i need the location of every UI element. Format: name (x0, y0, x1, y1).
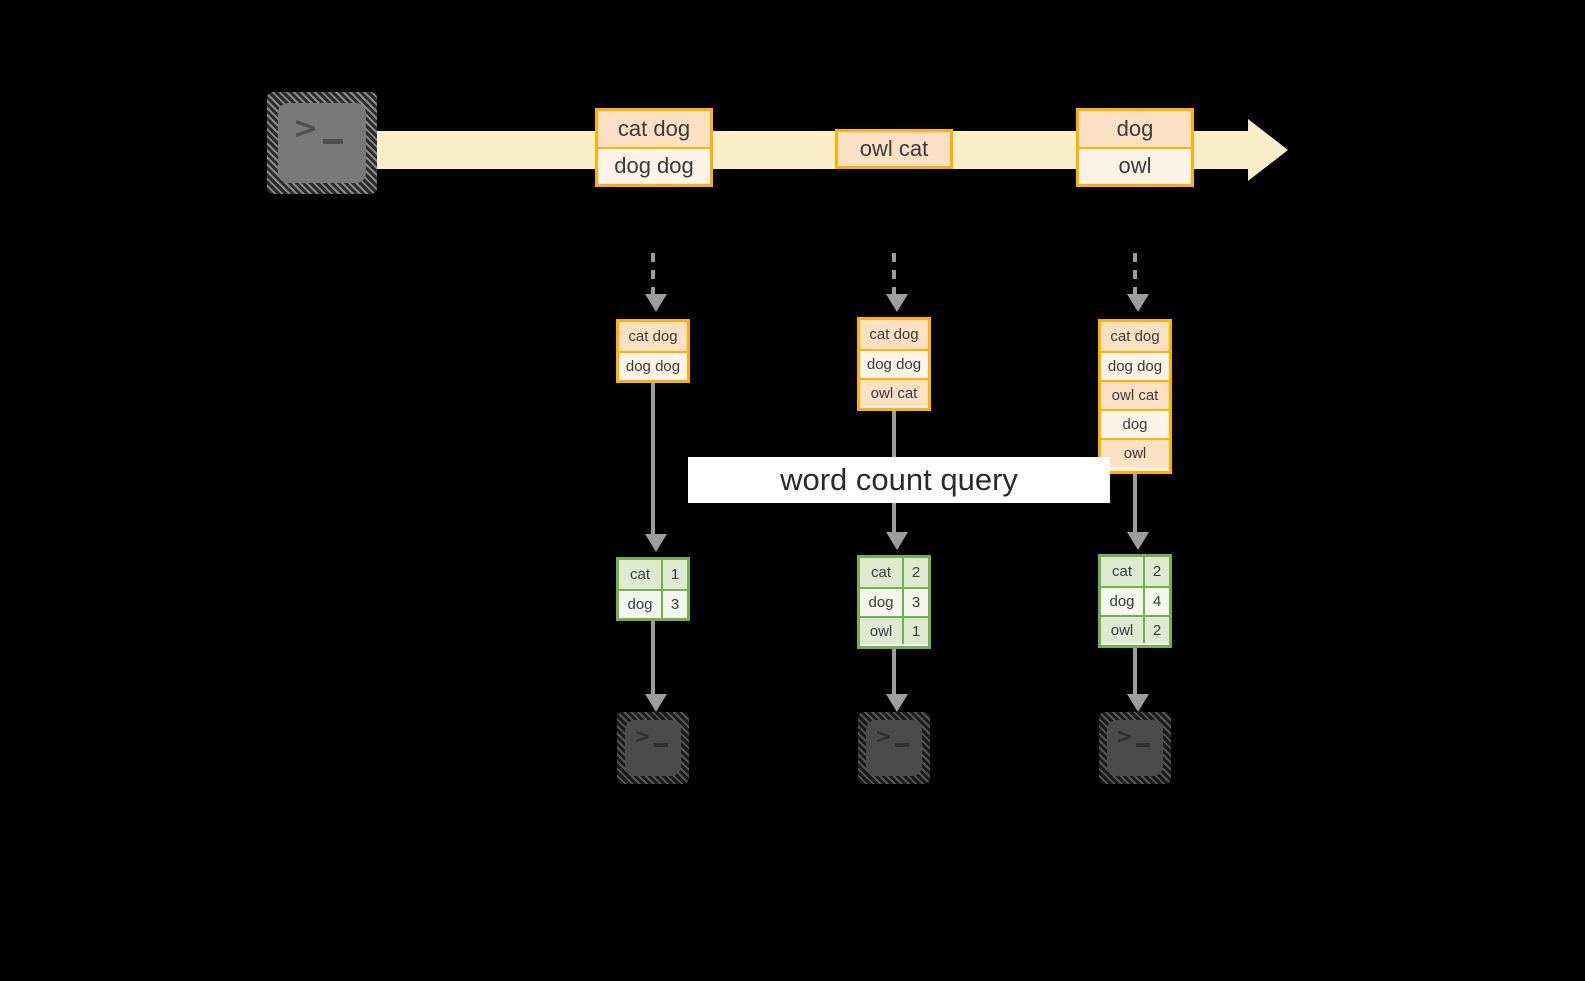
terminal-prompt-icon: > (617, 712, 689, 784)
result-word: cat (860, 558, 902, 587)
terminal-cursor-icon (323, 139, 343, 144)
result-word: dog (1101, 588, 1143, 615)
result-row: dog 4 (1101, 586, 1169, 615)
snapshot-trigger-dashed-line-1 (651, 253, 655, 295)
terminal-body (1107, 720, 1163, 776)
terminal-cursor-icon (1136, 743, 1150, 747)
stream-group-3: dog owl (1076, 108, 1194, 187)
result-count: 2 (902, 558, 928, 587)
stream-row: owl (1079, 147, 1191, 182)
terminal-chevron-icon: > (634, 724, 651, 748)
consumer-terminal-2[interactable]: > (858, 712, 930, 784)
terminal-chevron-icon: > (1116, 724, 1133, 748)
query-label: word count query (688, 457, 1110, 503)
snapshot-1-output-line (651, 621, 655, 695)
result-word: cat (1101, 557, 1143, 586)
snapshot-1-result-table: cat 1 dog 3 (616, 557, 690, 621)
result-row: dog 3 (619, 589, 687, 618)
snapshot-table-row: dog (1101, 409, 1169, 438)
snapshot-table-row: cat dog (619, 322, 687, 351)
result-word: dog (619, 591, 661, 618)
snapshot-2-table: cat dog dog dog owl cat (857, 317, 931, 411)
snapshot-trigger-arrowhead-3 (1127, 294, 1149, 312)
snapshot-table-row: owl (1101, 438, 1169, 467)
terminal-prompt-icon: > (1099, 712, 1171, 784)
terminal-body (625, 720, 681, 776)
terminal-body (278, 103, 366, 183)
snapshot-3-output-arrowhead (1127, 694, 1149, 712)
terminal-prompt-icon: > (267, 92, 377, 194)
snapshot-1-query-arrowhead (645, 534, 667, 552)
result-count: 3 (902, 589, 928, 616)
snapshot-trigger-arrowhead-2 (886, 294, 908, 312)
result-word: dog (860, 589, 902, 616)
result-count: 4 (1143, 588, 1169, 615)
result-word: owl (1101, 617, 1143, 643)
result-count: 2 (1143, 617, 1169, 643)
snapshot-1-query-line (651, 383, 655, 535)
stream-group-2: owl cat (835, 129, 953, 169)
snapshot-trigger-dashed-line-3 (1133, 253, 1137, 295)
stream-row: owl cat (838, 132, 950, 166)
snapshot-table-row: cat dog (860, 320, 928, 349)
terminal-body (866, 720, 922, 776)
result-row: cat 2 (860, 558, 928, 587)
stream-row: cat dog (598, 111, 710, 147)
snapshot-2-output-line (892, 649, 896, 695)
snapshot-1-table: cat dog dog dog (616, 319, 690, 383)
terminal-chevron-icon: > (875, 724, 892, 748)
result-count: 1 (661, 560, 687, 589)
snapshot-1-output-arrowhead (645, 694, 667, 712)
snapshot-table-row: dog dog (619, 351, 687, 380)
stream-row: dog (1079, 111, 1191, 147)
snapshot-3-output-line (1133, 648, 1137, 695)
snapshot-table-row: cat dog (1101, 322, 1169, 351)
snapshot-3-table: cat dog dog dog owl cat dog owl (1098, 319, 1172, 474)
snapshot-table-row: dog dog (1101, 351, 1169, 380)
result-count: 2 (1143, 557, 1169, 586)
result-word: owl (860, 618, 902, 644)
stream-group-1: cat dog dog dog (595, 108, 713, 187)
snapshot-trigger-dashed-line-2 (892, 253, 896, 295)
consumer-terminal-1[interactable]: > (617, 712, 689, 784)
snapshot-2-query-arrowhead (886, 532, 908, 550)
result-row: cat 2 (1101, 557, 1169, 586)
terminal-prompt-icon: > (858, 712, 930, 784)
snapshot-3-query-line (1133, 474, 1137, 533)
snapshot-trigger-arrowhead-1 (645, 294, 667, 312)
terminal-cursor-icon (895, 743, 909, 747)
snapshot-table-row: owl cat (860, 378, 928, 406)
result-row: cat 1 (619, 560, 687, 589)
result-word: cat (619, 560, 661, 589)
result-row: owl 2 (1101, 615, 1169, 643)
consumer-terminal-3[interactable]: > (1099, 712, 1171, 784)
result-count: 1 (902, 618, 928, 644)
snapshot-table-row: dog dog (860, 349, 928, 378)
terminal-chevron-icon: > (293, 111, 319, 146)
snapshot-2-output-arrowhead (886, 694, 908, 712)
stream-row: dog dog (598, 147, 710, 182)
snapshot-table-row: owl cat (1101, 380, 1169, 409)
producer-terminal[interactable]: > (267, 92, 377, 194)
result-count: 3 (661, 591, 687, 618)
terminal-cursor-icon (654, 743, 668, 747)
snapshot-2-result-table: cat 2 dog 3 owl 1 (857, 555, 931, 649)
result-row: dog 3 (860, 587, 928, 616)
stream-band-arrowhead (1248, 119, 1288, 181)
snapshot-3-query-arrowhead (1127, 532, 1149, 550)
snapshot-3-result-table: cat 2 dog 4 owl 2 (1098, 554, 1172, 648)
result-row: owl 1 (860, 616, 928, 644)
